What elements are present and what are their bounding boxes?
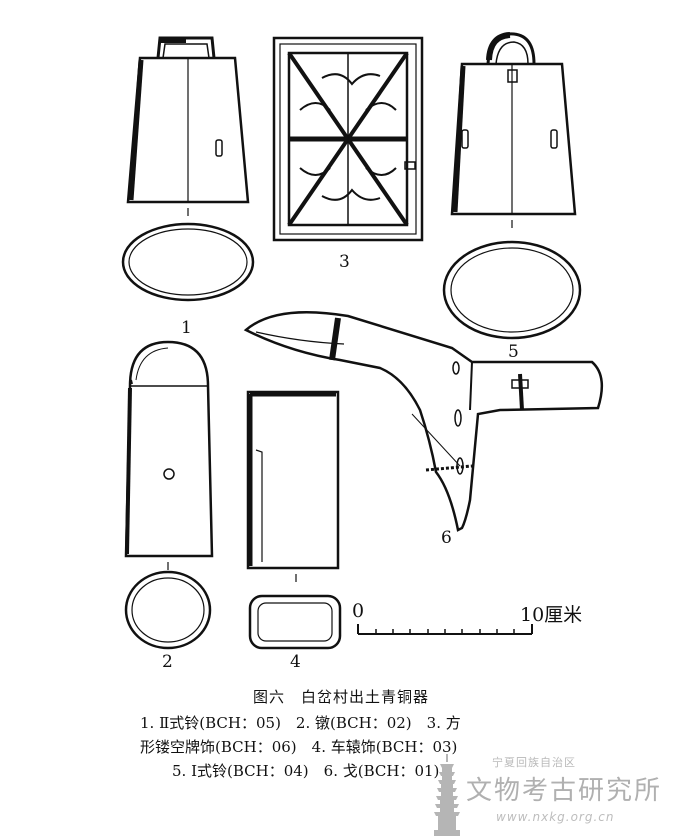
chariot-shaft-ornament-drawing (246, 390, 342, 650)
bell-type-1-drawing (442, 32, 582, 340)
ferrule-drawing (124, 340, 214, 650)
label-item-4: 4 (290, 652, 301, 672)
figure-caption-line-1: 1. Ⅱ式铃(BCH：05) 2. 镦(BCH：02) 3. 方 (140, 714, 461, 732)
label-item-5: 5 (508, 342, 519, 362)
pagoda-icon (434, 754, 460, 836)
figure-caption-line-2: 形镂空牌饰(BCH：06) 4. 车辕饰(BCH：03) (140, 738, 458, 756)
label-item-1: 1 (181, 318, 192, 338)
label-item-6: 6 (441, 528, 452, 548)
figure-caption-title: 图六 白岔村出土青铜器 (252, 688, 429, 706)
bell-type-2-drawing (121, 36, 255, 302)
figure-caption-line-3: 5. Ⅰ式铃(BCH：04) 6. 戈(BCH：01) (172, 762, 440, 780)
institute-watermark: 宁夏回族自治区 文物考古研究所 www.nxkg.org.cn (430, 752, 680, 840)
dagger-axe-drawing (243, 311, 604, 532)
openwork-plaque-drawing (272, 36, 424, 242)
scale-bar (357, 624, 533, 635)
bronze-artifacts-figure (121, 32, 604, 650)
watermark-institute: 文物考古研究所 (466, 776, 663, 806)
watermark-url: www.nxkg.org.cn (496, 810, 615, 824)
scale-end-label: 10厘米 (520, 604, 583, 626)
watermark-region: 宁夏回族自治区 (492, 756, 576, 769)
label-item-3: 3 (339, 252, 350, 272)
scale-start-label: 0 (352, 600, 365, 622)
label-item-2: 2 (162, 652, 173, 672)
